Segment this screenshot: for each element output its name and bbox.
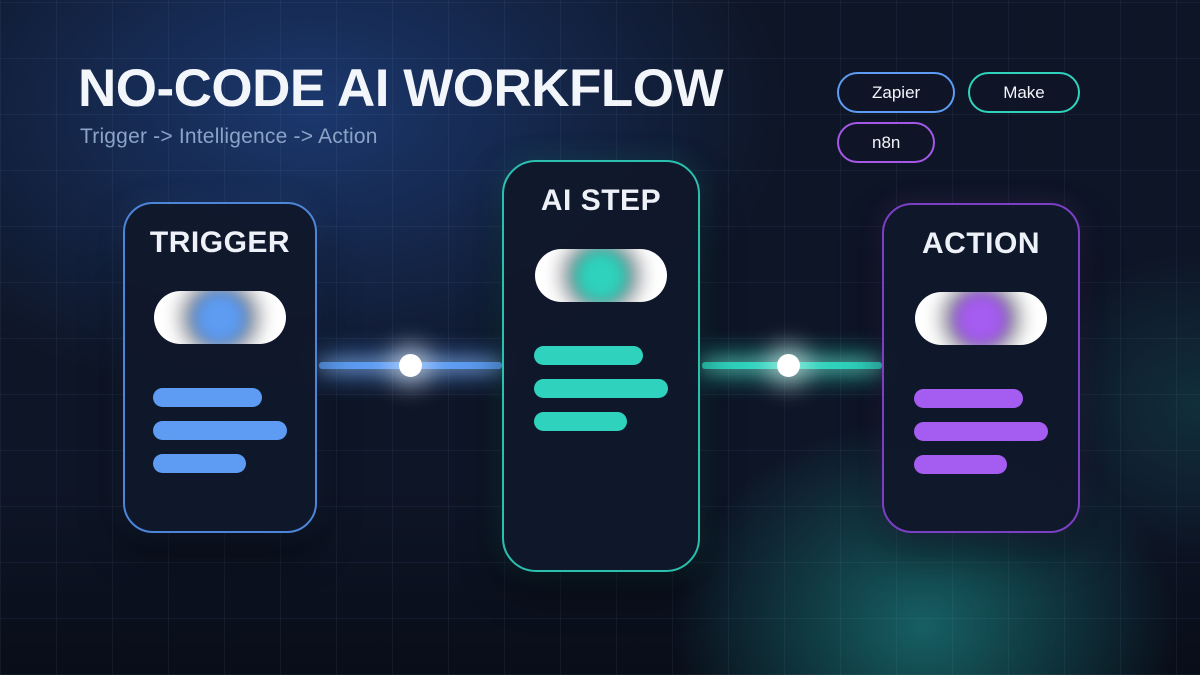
skeleton-bar: [534, 379, 668, 398]
skeleton-bar: [153, 421, 287, 440]
skeleton-bars: [534, 346, 668, 431]
blurred-pill-icon: [535, 249, 667, 302]
node-title: AI STEP: [540, 184, 662, 217]
blurred-pill-icon: [154, 291, 286, 344]
badge-make[interactable]: Make: [968, 72, 1080, 113]
page-title: NO-CODE AI WORKFLOW: [78, 59, 724, 118]
workflow-node-ai-step[interactable]: AI STEP: [502, 160, 700, 572]
skeleton-bar: [534, 346, 643, 365]
connector-dot: [399, 354, 422, 377]
node-title: ACTION: [922, 227, 1040, 260]
skeleton-bar: [534, 412, 627, 431]
skeleton-bars: [153, 388, 287, 473]
pill-core-glow: [954, 292, 1008, 345]
skeleton-bar: [153, 454, 246, 473]
workflow-node-action[interactable]: ACTION: [882, 203, 1080, 533]
skeleton-bars: [914, 389, 1048, 474]
skeleton-bar: [914, 422, 1048, 441]
badge-label: Make: [1003, 82, 1045, 102]
blurred-pill-icon: [915, 292, 1047, 345]
skeleton-bar: [914, 455, 1007, 474]
badge-label: Zapier: [872, 82, 921, 102]
skeleton-bar: [914, 389, 1023, 408]
platform-badges: Zapier Make n8n: [837, 72, 1102, 163]
pill-core-glow: [574, 249, 628, 302]
node-title: TRIGGER: [149, 226, 291, 259]
page-subtitle: Trigger -> Intelligence -> Action: [80, 125, 378, 148]
badge-zapier[interactable]: Zapier: [837, 72, 956, 113]
badge-n8n[interactable]: n8n: [837, 122, 936, 163]
connector-dot: [777, 354, 800, 377]
workflow-node-trigger[interactable]: TRIGGER: [123, 202, 317, 533]
skeleton-bar: [153, 388, 262, 407]
pill-core-glow: [193, 291, 247, 344]
badge-label: n8n: [872, 132, 901, 152]
